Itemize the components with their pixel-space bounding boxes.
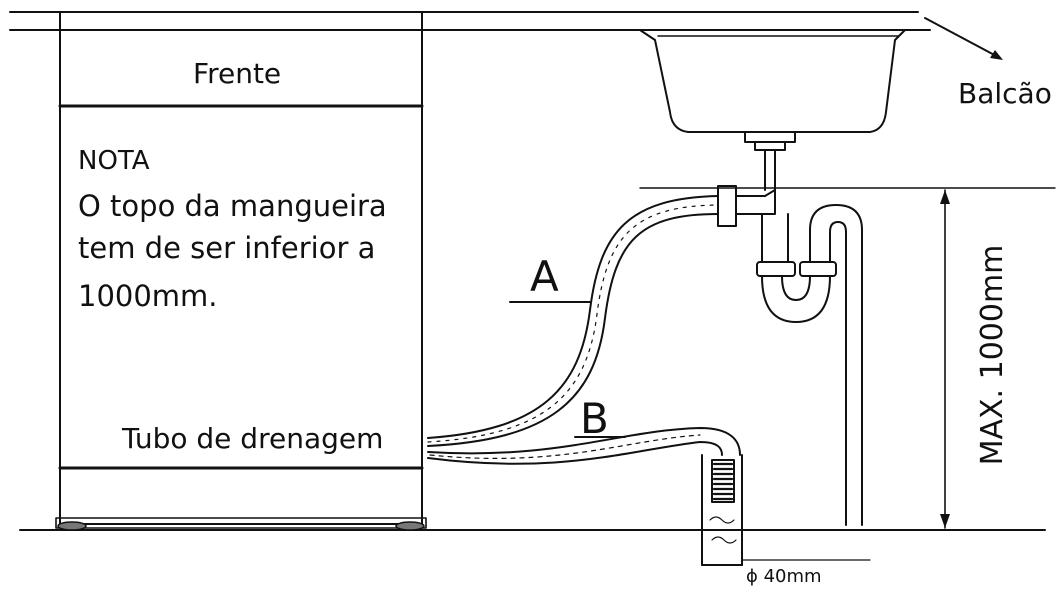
counter-label: Balcão — [958, 77, 1052, 110]
hose-b-label: B — [580, 394, 609, 443]
max-height-dimension — [940, 189, 950, 529]
note-line: tem de ser inferior a — [78, 231, 376, 265]
hose-a-label: A — [530, 252, 559, 301]
note-title: NOTA — [78, 146, 150, 176]
hose-a — [427, 195, 719, 447]
note-line: 1000mm. — [78, 279, 218, 313]
note-line: O topo da mangueira — [78, 189, 387, 223]
dishwasher — [55, 11, 427, 531]
standpipe — [701, 454, 743, 566]
sink — [639, 29, 906, 191]
diameter-label: ϕ 40mm — [746, 566, 822, 587]
drain-trap — [717, 185, 863, 526]
countertop — [9, 11, 931, 31]
front-label: Frente — [193, 57, 282, 90]
max-height-label: MAX. 1000mm — [975, 244, 1010, 466]
hose-b — [427, 427, 741, 465]
drain-tube-label: Tubo de drenagem — [122, 422, 384, 455]
counter-arrow — [924, 17, 1003, 60]
